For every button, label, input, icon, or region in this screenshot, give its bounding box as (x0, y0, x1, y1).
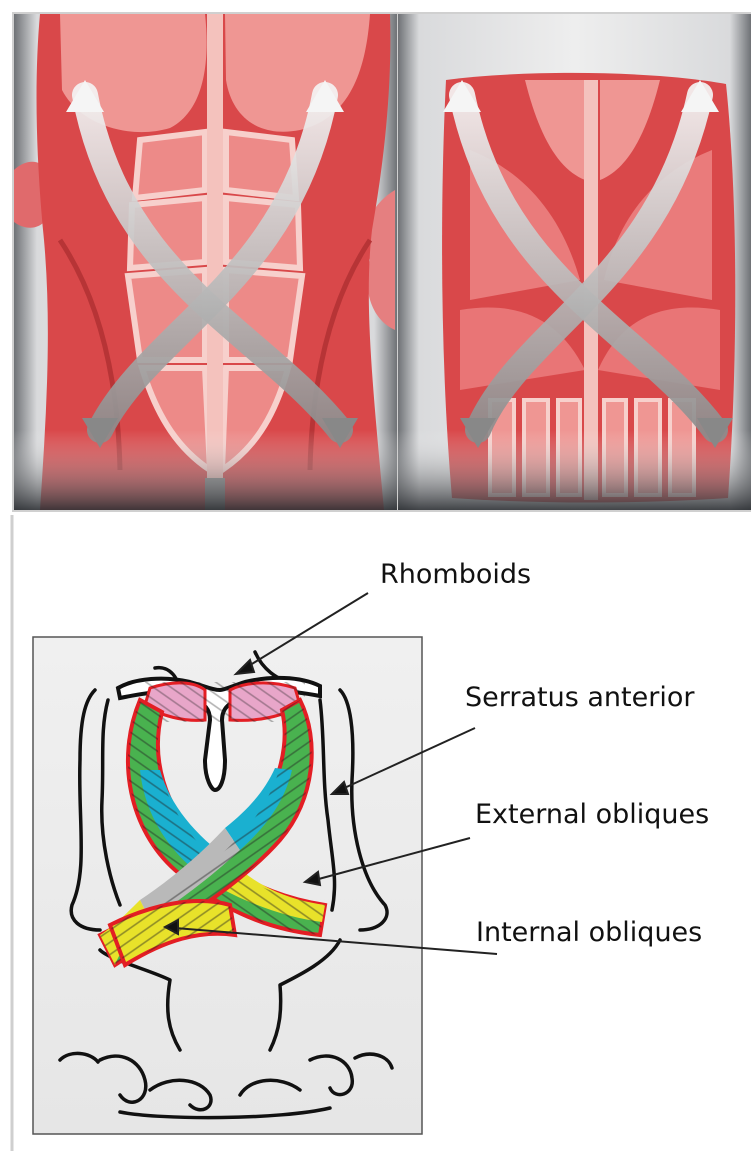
top-panel (12, 12, 751, 512)
label-serratus-anterior: Serratus anterior (465, 682, 695, 713)
label-external-obliques: External obliques (475, 799, 709, 830)
label-internal-obliques: Internal obliques (476, 917, 702, 948)
label-rhomboids: Rhomboids (380, 559, 531, 590)
bottom-panel: Rhomboids Serratus anterior External obl… (12, 515, 709, 1151)
